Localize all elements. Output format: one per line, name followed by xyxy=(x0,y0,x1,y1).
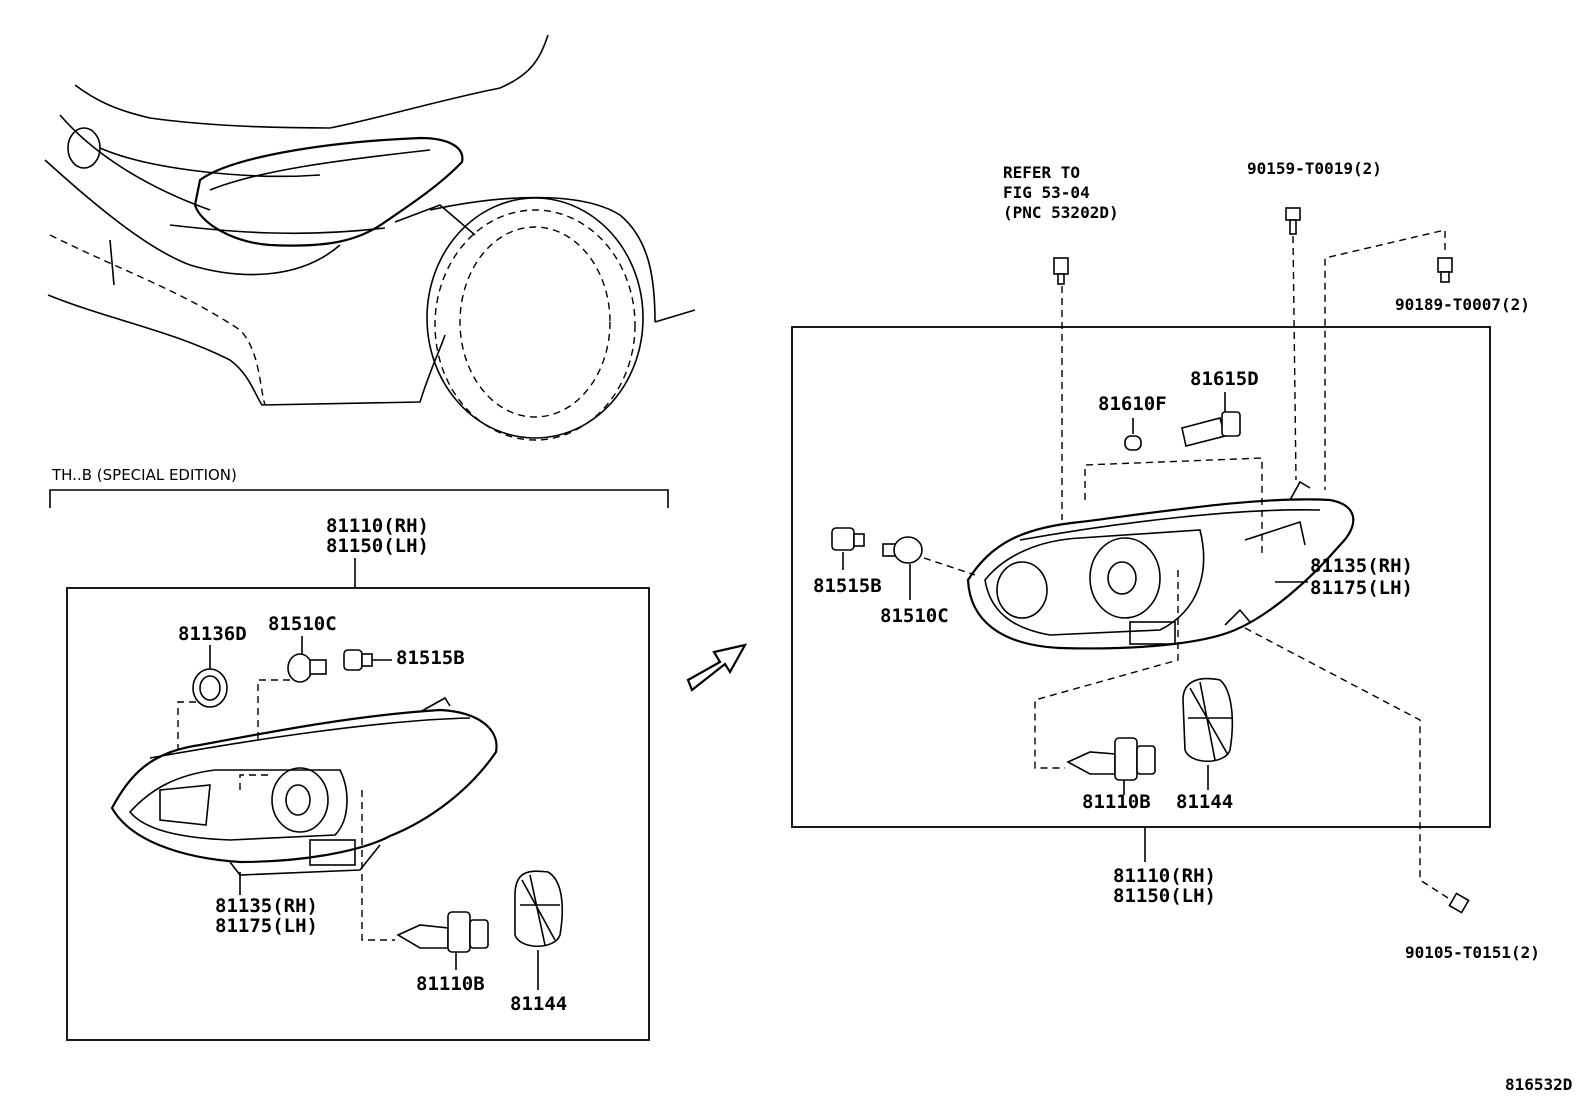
special-edition-label: TH..B (SPECIAL EDITION) xyxy=(51,466,237,484)
left-housing-rh-label: 81135(RH) xyxy=(215,895,318,917)
right-parts-box xyxy=(791,326,1491,828)
right-halogen-bulb-label: 81110B xyxy=(1082,791,1151,813)
left-bulb-small-label: 81510C xyxy=(268,613,337,635)
left-halogen-bulb-label: 81110B xyxy=(416,973,485,995)
right-housing-lh-label: 81175(LH) xyxy=(1310,577,1413,599)
left-assembly-rh-label: 81110(RH) xyxy=(326,515,429,537)
bolt-bottom-part xyxy=(1448,892,1470,914)
right-socket-part xyxy=(831,527,865,551)
right-bulb-cover-label: 81144 xyxy=(1176,791,1233,813)
figure-code: 816532D xyxy=(1505,1075,1572,1094)
right-socket-label: 81515B xyxy=(813,575,882,597)
right-assembly-lh-label: 81150(LH) xyxy=(1113,885,1216,907)
bolt-bottom-label: 90105-T0151(2) xyxy=(1405,943,1540,962)
left-bulb-cover-label: 81144 xyxy=(510,993,567,1015)
refer-note-line1: REFER TO xyxy=(1003,163,1080,182)
screw-top-part xyxy=(1285,207,1301,235)
left-bulb-cover-part xyxy=(514,870,564,947)
left-bulb-small-part xyxy=(287,653,327,683)
right-assembly-rh-label: 81110(RH) xyxy=(1113,865,1216,887)
refer-note-line2: FIG 53-04 xyxy=(1003,183,1090,202)
left-headlamp-housing xyxy=(110,696,498,876)
left-parts-box: 81110(RH) 81150(LH) 81136D 81510C 81515B xyxy=(66,515,650,1041)
special-edition-section: TH..B (SPECIAL EDITION) xyxy=(49,466,669,508)
right-bulb-small-part xyxy=(882,536,923,564)
right-halogen-bulb-part xyxy=(1066,737,1156,781)
right-bulb-wedge-part xyxy=(1124,435,1142,451)
left-socket-cover-part xyxy=(192,668,228,708)
left-socket-cover-label: 81136D xyxy=(178,623,247,645)
right-parts-section: REFER TO FIG 53-04 (PNC 53202D) 90159-T0… xyxy=(791,159,1540,962)
screw-top-label: 90159-T0019(2) xyxy=(1247,159,1382,178)
left-assembly-lh-label: 81150(LH) xyxy=(326,535,429,557)
left-socket-label: 81515B xyxy=(396,647,465,669)
screw-right-label: 90189-T0007(2) xyxy=(1395,295,1530,314)
right-bulb-socket-part xyxy=(1181,411,1241,447)
vehicle-front-illustration xyxy=(44,34,696,441)
left-halogen-bulb-part xyxy=(396,911,489,953)
right-bulb-small-label: 81510C xyxy=(880,605,949,627)
refer-clip-part xyxy=(1053,257,1069,285)
direction-arrow xyxy=(686,643,748,692)
left-socket-part xyxy=(343,649,373,671)
right-housing-rh-label: 81135(RH) xyxy=(1310,555,1413,577)
screw-right-part xyxy=(1437,257,1453,283)
right-bulb-cover-part xyxy=(1182,677,1234,762)
right-bulb-wedge-label: 81610F xyxy=(1098,393,1167,415)
right-bulb-socket-label: 81615D xyxy=(1190,368,1259,390)
left-housing-lh-label: 81175(LH) xyxy=(215,915,318,937)
right-headlamp-housing xyxy=(966,480,1355,650)
refer-note-line3: (PNC 53202D) xyxy=(1003,203,1119,222)
